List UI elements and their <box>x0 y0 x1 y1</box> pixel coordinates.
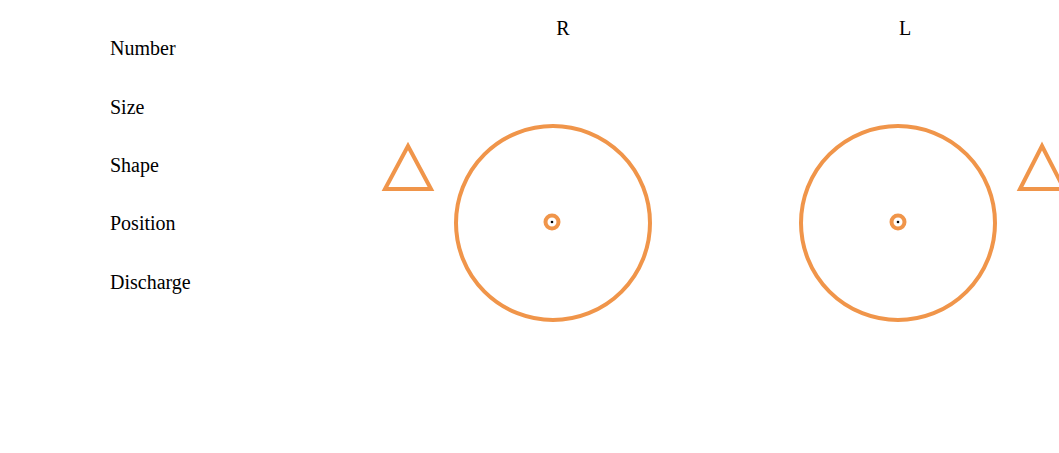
nipple-ring <box>892 216 905 229</box>
nipple-dot <box>897 221 900 224</box>
row-label: Discharge <box>110 270 191 294</box>
row-label: Position <box>110 211 176 235</box>
nipple-ring <box>546 216 559 229</box>
breast-outline <box>801 126 995 320</box>
axilla-triangle <box>385 146 431 189</box>
row-label: Size <box>110 95 144 119</box>
column-header: R <box>556 16 569 40</box>
column-header: L <box>899 16 911 40</box>
nipple-dot <box>551 221 554 224</box>
row-label: Shape <box>110 153 159 177</box>
breast-outline <box>456 126 650 320</box>
row-label: Number <box>110 36 176 60</box>
axilla-triangle <box>1020 146 1059 189</box>
